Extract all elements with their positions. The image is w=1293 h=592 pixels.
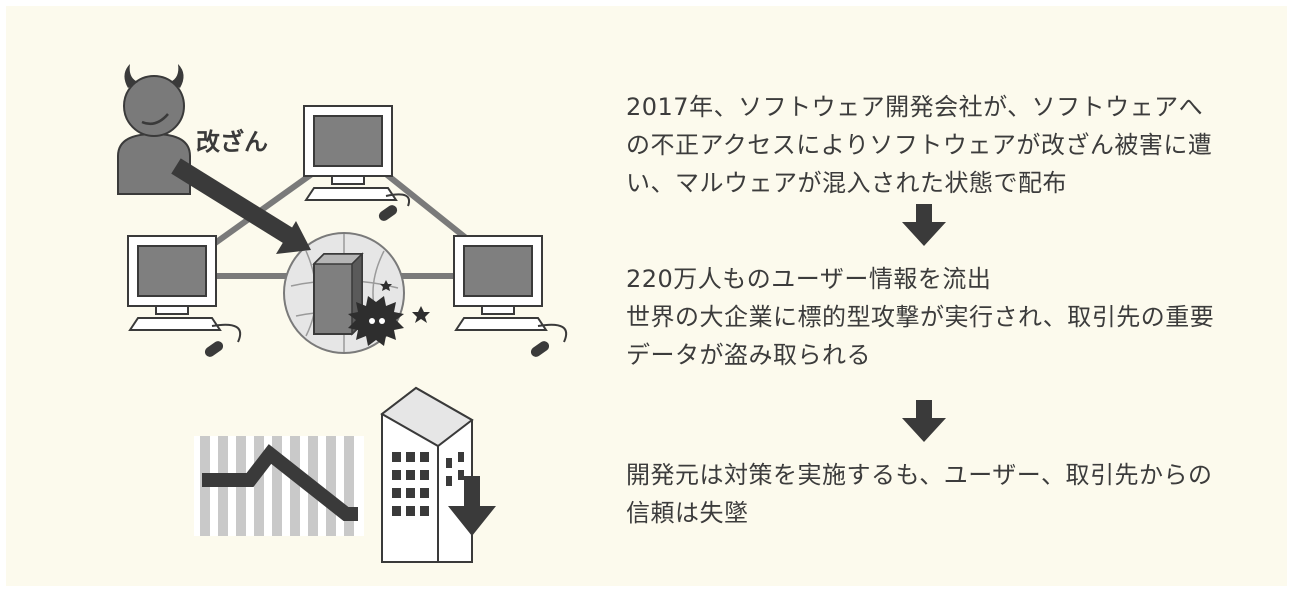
step-3-text: 開発元は対策を実施するも、ユーザー、取引先からの 信頼は失墜 (626, 461, 1213, 527)
down-arrow-icon (902, 204, 946, 246)
malware-icon (348, 280, 430, 346)
computer-icon (303, 105, 410, 221)
tamper-label: 改ざん (196, 128, 268, 156)
attack-arrow-icon (171, 158, 311, 254)
panel: 改ざん 2017年、ソフトウェア開発会社が、ソフトウェアへ の不正アクセスにより… (6, 6, 1287, 586)
building-down-icon (380, 386, 496, 563)
down-arrow-icon (902, 400, 946, 442)
computer-icon (127, 235, 242, 357)
computer-icon (453, 235, 568, 357)
step-2-text: 220万人ものユーザー情報を流出 世界の大企業に標的型攻撃が実行され、取引先の重… (626, 265, 1215, 369)
declining-chart-icon (194, 436, 364, 536)
illustration (117, 64, 568, 563)
step-1-text: 2017年、ソフトウェア開発会社が、ソフトウェアへ の不正アクセスによりソフトウ… (626, 93, 1213, 197)
devil-attacker-icon (117, 64, 191, 195)
